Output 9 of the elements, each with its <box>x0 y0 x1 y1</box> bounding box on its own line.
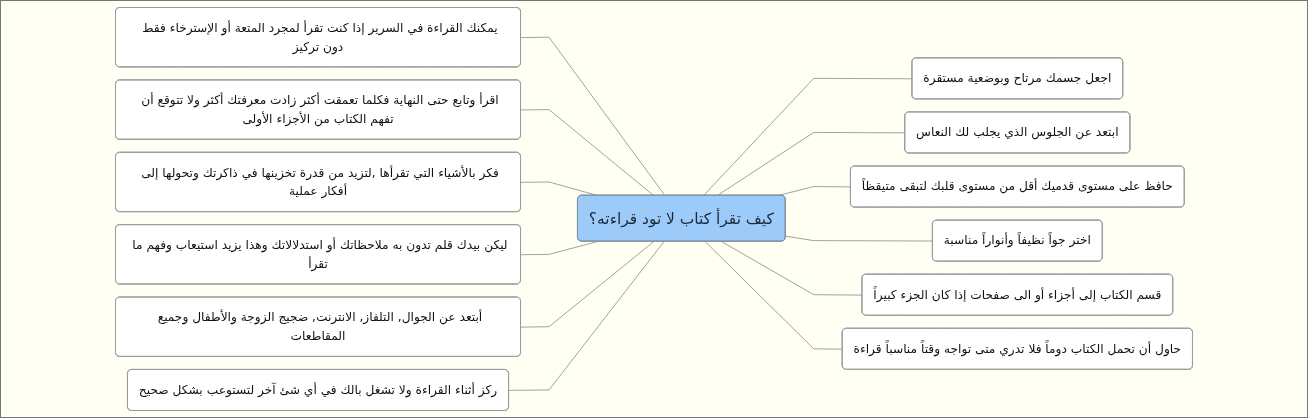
connector <box>508 241 665 391</box>
connector <box>716 132 906 196</box>
connector <box>703 77 913 196</box>
connector <box>520 241 655 328</box>
connector <box>721 241 863 296</box>
connector <box>785 235 934 242</box>
connector <box>520 109 655 196</box>
connector <box>520 36 666 196</box>
connector <box>704 241 843 350</box>
